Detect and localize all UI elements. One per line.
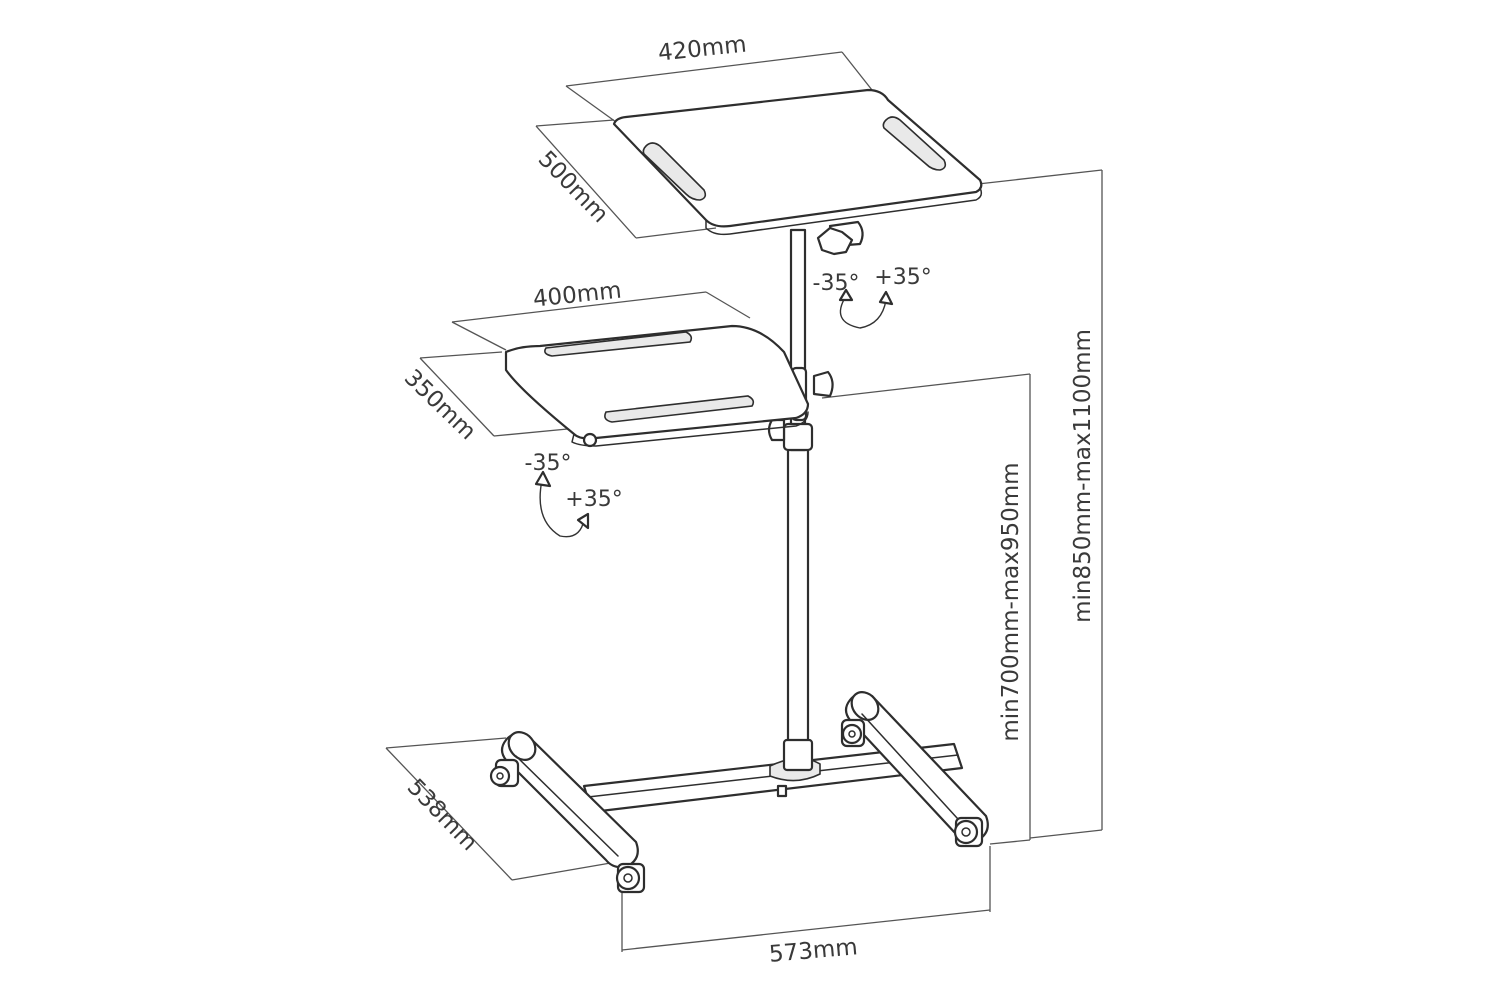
top-width-ext-right	[841, 51, 873, 91]
top-height-ext-top	[977, 169, 1103, 185]
base-frame	[500, 691, 989, 869]
caster-front-left	[615, 862, 646, 894]
base-leg-right-cap	[850, 691, 880, 721]
label-top-tray-depth: 500mm	[533, 146, 613, 228]
side-tray-edge	[571, 411, 809, 447]
base-depth-dim-line	[385, 747, 513, 881]
side-tilt-arc	[539, 479, 585, 538]
side-depth-ext-bottom	[493, 427, 579, 437]
caster-front-right	[953, 816, 984, 848]
top-tray-edge	[705, 187, 983, 236]
casters	[489, 718, 984, 894]
side-tilt-arrowhead-2	[576, 512, 590, 530]
base-leg-right-edge	[861, 713, 969, 831]
tilt-arrows	[534, 288, 894, 538]
caster-back-right-hub	[848, 730, 856, 738]
top-tilt-arrowhead-2	[838, 288, 854, 302]
top-tray	[612, 88, 983, 256]
top-depth-ext-top	[535, 119, 615, 127]
column-lower-tube	[786, 444, 810, 768]
side-tray-lock-knob	[812, 370, 834, 398]
caster-back-left	[489, 758, 520, 788]
side-tray-surface	[504, 324, 810, 440]
label-top-tilt-plus: +35°	[874, 265, 931, 290]
label-side-tray-width: 400mm	[532, 277, 623, 312]
top-tray-left-stop	[642, 142, 707, 201]
base-leg-left-cap	[507, 731, 537, 761]
label-base-depth: 538mm	[402, 774, 482, 856]
tilt-labels: -35° +35° -35° +35°	[525, 265, 932, 512]
column-height-clamp	[782, 422, 814, 452]
column-base-collar	[782, 738, 814, 772]
top-width-ext-left	[565, 85, 617, 123]
side-tray	[504, 324, 810, 448]
height-column	[767, 228, 834, 772]
base-width-dim-line	[621, 909, 991, 951]
column-foot-bolt	[776, 784, 788, 798]
top-tilt-arrowhead-1	[878, 290, 894, 306]
side-width-ext-left	[451, 321, 507, 351]
label-top-tray-width: 420mm	[657, 31, 748, 66]
caster-front-right-hub	[961, 827, 971, 837]
caster-back-right	[840, 718, 866, 748]
top-depth-ext-bottom	[635, 227, 717, 239]
height-lock-knob	[767, 418, 786, 442]
label-side-tray-height: min700mm-max950mm	[998, 462, 1024, 741]
side-height-ext-top	[821, 373, 1031, 399]
top-width-dim-line	[565, 51, 843, 87]
top-height-ext-bottom	[1029, 829, 1103, 839]
caster-front-right-wheel	[953, 819, 979, 845]
tilt-knob	[816, 226, 854, 256]
top-depth-dim-line	[535, 125, 637, 239]
label-side-tilt-minus: -35°	[525, 451, 572, 476]
caster-back-left-hub	[496, 772, 504, 780]
label-top-tilt-minus: -35°	[813, 271, 860, 296]
caster-back-left-wheel	[489, 765, 511, 787]
caster-front-left-hub	[623, 873, 633, 883]
label-side-tray-depth: 350mm	[399, 365, 481, 445]
base-depth-ext-top	[385, 737, 507, 749]
label-side-tilt-plus: +35°	[565, 487, 622, 512]
label-top-tray-height: min850mm-max1100mm	[1070, 329, 1096, 623]
top-tilt-arc	[839, 295, 887, 329]
side-depth-dim-line	[419, 357, 495, 437]
side-width-dim-line	[451, 291, 707, 323]
side-depth-ext-top	[419, 351, 503, 359]
side-tilt-arrowhead-1	[534, 470, 552, 488]
top-tray-right-stop	[882, 116, 947, 171]
base-leg-left-edge	[515, 755, 619, 857]
caster-back-right-wheel	[841, 723, 863, 745]
side-width-ext-right	[705, 291, 751, 319]
side-tray-stopper	[582, 432, 598, 448]
side-tray-front-lip	[604, 395, 755, 423]
side-height-ext-bottom	[989, 839, 1031, 845]
dimension-lines	[385, 51, 1103, 952]
caster-front-left-wheel	[615, 865, 641, 891]
label-base-width: 573mm	[768, 934, 859, 968]
side-tray-back-handle	[544, 331, 693, 357]
